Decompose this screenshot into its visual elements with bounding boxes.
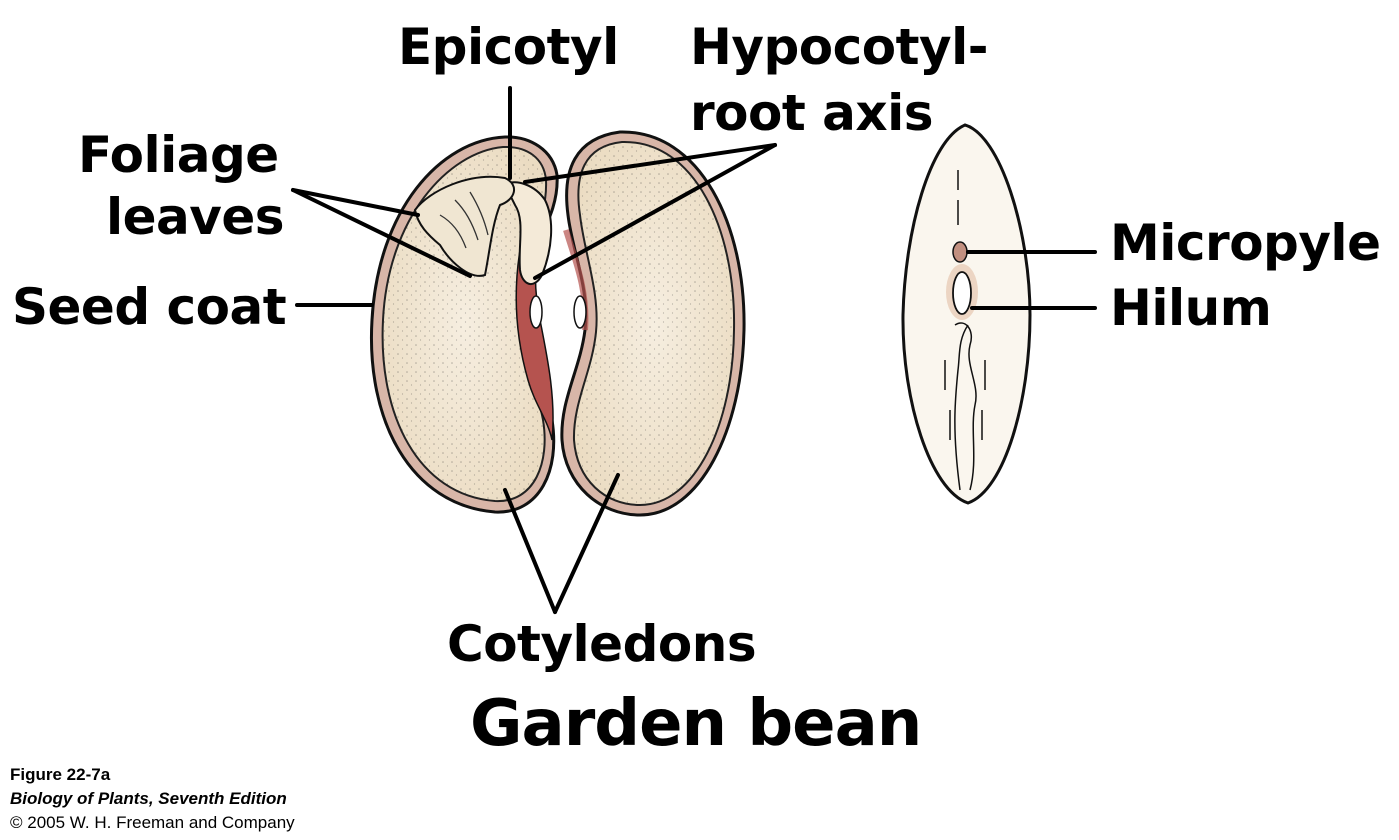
hypocotyl-root-axis xyxy=(515,238,554,441)
diagram-title: Garden bean xyxy=(470,687,922,761)
foliage-leaves xyxy=(413,175,515,277)
figure-number: Figure 22-7a xyxy=(10,765,111,784)
book-title: Biology of Plants, Seventh Edition xyxy=(10,789,287,808)
label-cotyledons: Cotyledons xyxy=(447,615,757,673)
leader-cotyledon-2 xyxy=(553,473,620,614)
label-epicotyl: Epicotyl xyxy=(398,18,619,76)
label-micropyle: Micropyle xyxy=(1110,214,1381,272)
leader-foliage-1 xyxy=(291,188,420,217)
label-hilum: Hilum xyxy=(1110,279,1272,337)
copyright-notice: © 2005 W. H. Freeman and Company xyxy=(10,813,295,832)
label-seed-coat: Seed coat xyxy=(12,278,287,336)
leader-cotyledon-1 xyxy=(503,488,557,614)
label-foliage-line2: leaves xyxy=(106,188,285,246)
label-hypocotyl-line1: Hypocotyl- xyxy=(690,18,988,76)
label-hypocotyl-line2: root axis xyxy=(690,84,934,142)
hilum-mark xyxy=(952,271,972,315)
leader-hypocotyl-2 xyxy=(533,143,777,280)
label-foliage-line1: Foliage xyxy=(78,126,279,184)
leader-hypocotyl-1 xyxy=(523,143,777,184)
micropyle-mark xyxy=(952,241,968,263)
leader-foliage-2 xyxy=(291,188,472,278)
